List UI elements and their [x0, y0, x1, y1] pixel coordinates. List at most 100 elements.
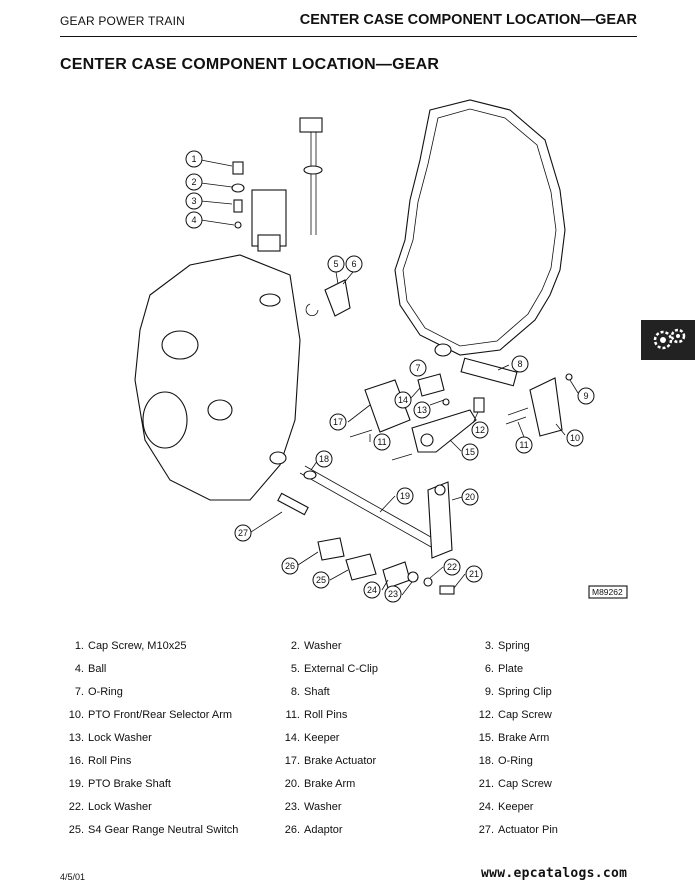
part-name: Spring [498, 640, 530, 652]
svg-text:4: 4 [191, 215, 196, 225]
part-name: Roll Pins [88, 755, 132, 767]
part-entry: 13. Lock Washer [64, 732, 152, 744]
part-number: 13. [68, 732, 84, 744]
figure-id-label: M89262 [592, 587, 623, 597]
svg-text:18: 18 [319, 454, 329, 464]
callout-25: 25 [312, 571, 330, 589]
part-name: Washer [304, 801, 342, 813]
part-entry: 10.PTO Front/Rear Selector Arm [64, 709, 232, 721]
svg-text:3: 3 [191, 196, 196, 206]
exploded-parts-diagram: 1 2 3 4 5 6 7 8 9 10 11 11 12 13 14 15 1… [134, 99, 628, 603]
callout-19: 19 [396, 487, 414, 505]
part-number: 15. [478, 732, 494, 744]
callout-3: 3 [185, 192, 203, 210]
callout-20: 20 [461, 488, 479, 506]
callout-11a: 11 [515, 436, 533, 454]
callout-4: 4 [185, 211, 203, 229]
part-number: 17. [284, 755, 300, 767]
svg-text:6: 6 [351, 259, 356, 269]
parts-row: 19.PTO Brake Shaft 20. Brake Arm 21. Cap Scr… [64, 778, 624, 801]
part-name: S4 Gear Range Neutral Switch [88, 824, 239, 836]
part-entry: 4.Ball [64, 663, 107, 675]
callout-1: 1 [185, 150, 203, 168]
svg-text:10: 10 [570, 433, 580, 443]
header-divider [60, 36, 637, 37]
callout-23: 23 [384, 585, 402, 603]
part-name: External C-Clip [304, 663, 378, 675]
part-number: 7. [74, 686, 84, 698]
parts-row: 22. Lock Washer 23. Washer 24. Keeper [64, 801, 624, 824]
shaft-part [460, 357, 518, 387]
part-number: 3. [484, 640, 494, 652]
part-number: 25. [68, 824, 84, 836]
svg-text:27: 27 [238, 528, 248, 538]
part-number: 1. [74, 640, 84, 652]
part-number: 16. [68, 755, 84, 767]
part-name: O-Ring [88, 686, 123, 698]
callout-14: 14 [394, 391, 412, 409]
part-name: PTO Brake Shaft [88, 778, 171, 790]
case-gasket [394, 99, 566, 356]
part-name: Actuator Pin [498, 824, 558, 836]
part-entry: 9.Spring Clip [474, 686, 552, 698]
svg-text:24: 24 [367, 585, 377, 595]
part-number: 9. [484, 686, 494, 698]
svg-text:25: 25 [316, 575, 326, 585]
callout-26: 26 [281, 557, 299, 575]
svg-text:19: 19 [400, 491, 410, 501]
part-name: Lock Washer [88, 732, 152, 744]
part-number: 22. [68, 801, 84, 813]
part-name: Brake Arm [304, 778, 356, 790]
part-name: PTO Front/Rear Selector Arm [88, 709, 233, 721]
svg-text:7: 7 [415, 363, 420, 373]
svg-text:12: 12 [475, 425, 485, 435]
part-entry: 27.Actuator Pin [474, 824, 558, 836]
part-entry: 7. O-Ring [64, 686, 123, 698]
callout-10: 10 [566, 429, 584, 447]
part-name: Keeper [498, 801, 534, 813]
part-number: 20. [284, 778, 300, 790]
part-number: 24. [478, 801, 494, 813]
part-entry: 3. Spring [474, 640, 530, 652]
svg-text:2: 2 [191, 177, 196, 187]
parts-row: 25. S4 Gear Range Neutral Switch 26. Adapto… [64, 824, 624, 847]
svg-text:13: 13 [417, 405, 427, 415]
part-name: Cap Screw, M10x25 [88, 640, 187, 652]
part-number: 8. [290, 686, 300, 698]
callout-27: 27 [234, 524, 252, 542]
part-entry: 11.Roll Pins [280, 709, 348, 721]
svg-text:20: 20 [465, 492, 475, 502]
svg-text:8: 8 [517, 359, 522, 369]
part-entry: 19.PTO Brake Shaft [64, 778, 171, 790]
part-entry: 26. Adaptor [280, 824, 343, 836]
svg-text:21: 21 [469, 569, 479, 579]
part-number: 14. [284, 732, 300, 744]
part-number: 4. [74, 663, 84, 675]
callout-8: 8 [511, 355, 529, 373]
part-name: Adaptor [304, 824, 343, 836]
part-entry: 22. Lock Washer [64, 801, 152, 813]
part-name: Cap Screw [498, 778, 552, 790]
part-name: Washer [304, 640, 342, 652]
part-name: Plate [498, 663, 524, 675]
part-entry: 20. Brake Arm [280, 778, 356, 790]
part-entry: 6. Plate [474, 663, 523, 675]
part-entry: 23. Washer [280, 801, 342, 813]
part-number: 6. [484, 663, 494, 675]
page-header-title: CENTER CASE COMPONENT LOCATION—GEAR [299, 12, 637, 28]
part-number: 23. [284, 801, 300, 813]
part-number: 26. [284, 824, 300, 836]
part-name: Lock Washer [88, 801, 152, 813]
callout-7: 7 [409, 359, 427, 377]
part-name: Brake Arm [498, 732, 550, 744]
footer-date: 4/5/01 [60, 872, 86, 882]
part-number: 21. [478, 778, 494, 790]
svg-text:9: 9 [583, 391, 588, 401]
callout-17: 17 [329, 413, 347, 431]
page-title: CENTER CASE COMPONENT LOCATION—GEAR [60, 56, 440, 73]
